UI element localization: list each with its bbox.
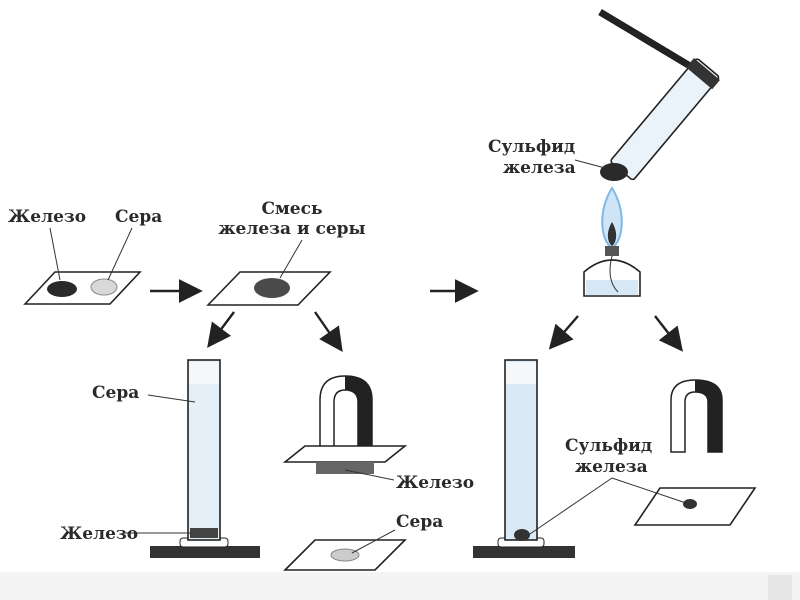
magnet-with-iron (282, 375, 408, 481)
bottom-strip (0, 572, 800, 600)
tube-holder (598, 8, 702, 76)
magnet-empty (670, 379, 723, 453)
arrow-down-right-2 (654, 315, 683, 352)
label-paper-sulfur: Сера (396, 512, 443, 532)
paper-mixture (206, 239, 332, 306)
bottom-strip-mark (768, 575, 792, 600)
tube-clamp (686, 58, 720, 90)
label-sulfur: Сера (115, 207, 162, 227)
cylinder-water-mixture (125, 359, 260, 558)
label-cyl1-sulfur: Сера (92, 383, 139, 403)
heated-test-tube (574, 8, 720, 181)
cylinder-water-sulfide (473, 359, 575, 558)
spirit-lamp (583, 186, 641, 297)
label-cyl1-iron: Железо (60, 524, 138, 544)
arrow-down-left-2 (548, 315, 579, 350)
iron-pile (47, 281, 77, 297)
label-sulfide-top-1: Сульфид (488, 137, 575, 157)
iron-attracted (316, 462, 374, 474)
label-sulfide-bottom-2: железа (575, 457, 648, 477)
label-magnet-iron: Железо (396, 473, 474, 493)
iron-settled (190, 528, 218, 538)
label-mixture-2: железа и серы (218, 219, 365, 239)
arrow-down-left-1 (207, 311, 235, 348)
sulfur-pile (90, 278, 118, 296)
sulfide-settled (514, 529, 530, 541)
mixture-pile (254, 278, 290, 298)
label-sulfide-bottom-1: Сульфид (565, 436, 652, 456)
paper-sulfide (526, 477, 757, 537)
label-iron: Железо (8, 207, 86, 227)
label-mixture-1: Смесь (261, 199, 322, 219)
label-sulfide-top-2: железа (503, 158, 576, 178)
arrow-down-right-1 (314, 311, 343, 352)
paper-sulfur (283, 529, 407, 571)
sulfide-in-tube (600, 163, 628, 181)
paper-iron-sulfur (23, 227, 142, 305)
